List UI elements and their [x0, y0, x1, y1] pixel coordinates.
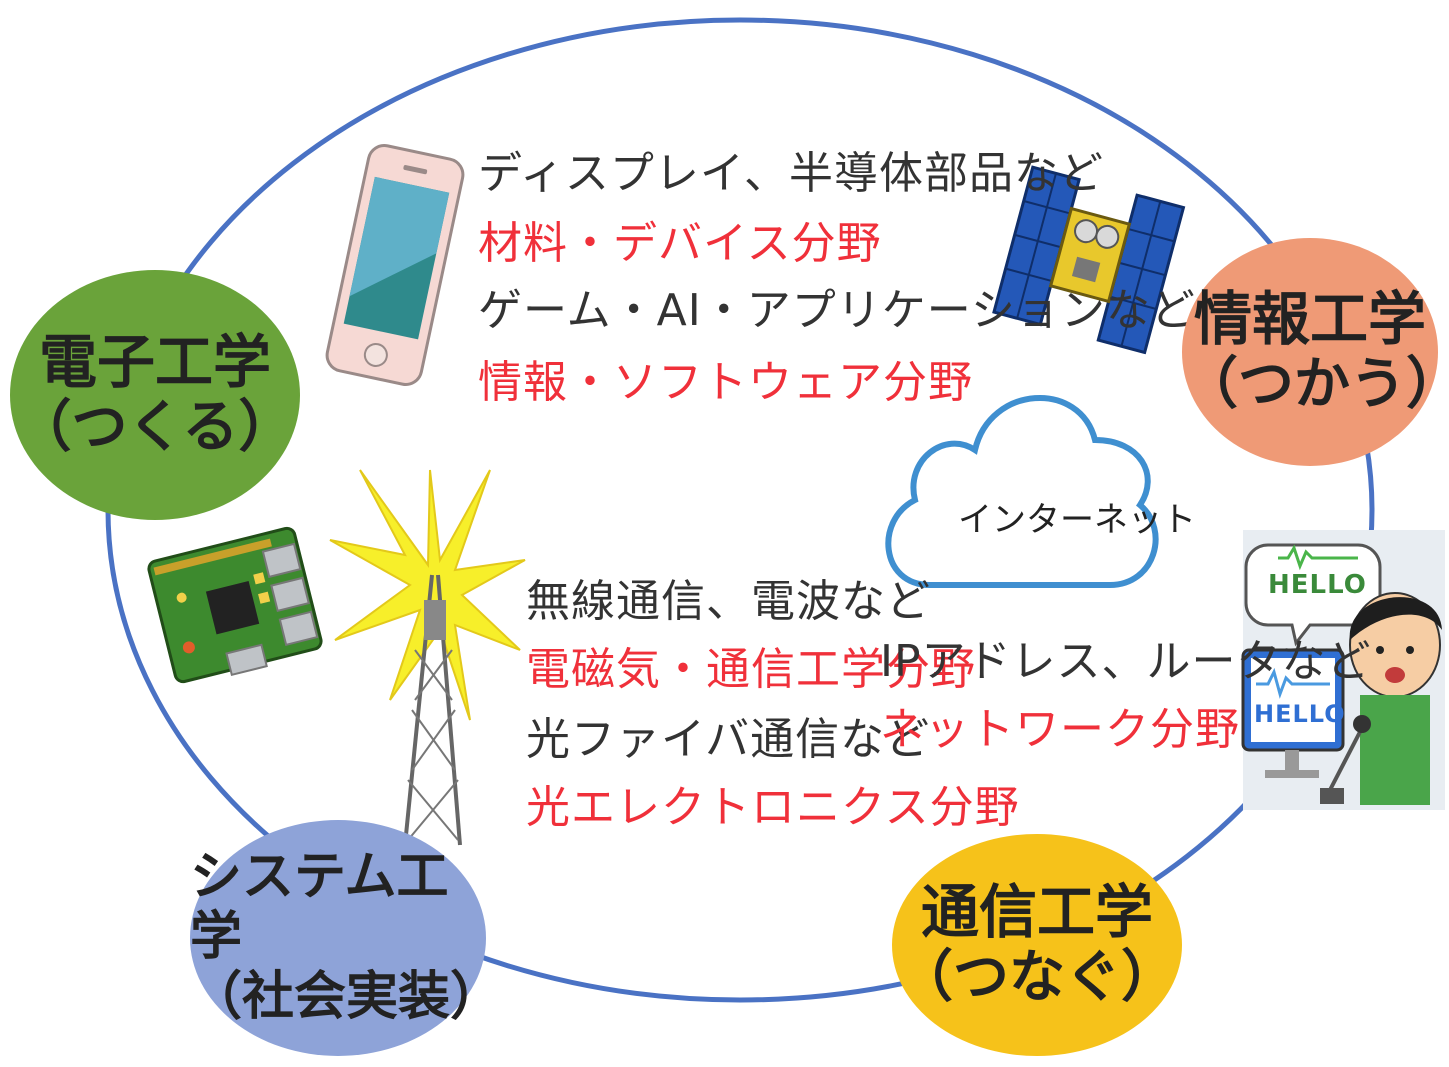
node-information: 情報工学 （つかう）	[1182, 238, 1449, 466]
software-field-text: 情報・ソフトウェア分野	[478, 357, 973, 408]
node-system: システム工学 （社会実装）	[190, 820, 503, 1056]
em-comm-field-text: 電磁気・通信工学分野	[526, 644, 976, 695]
node-communication-title: 通信工学	[920, 878, 1153, 947]
node-information-subtitle: （つかう）	[1182, 352, 1449, 418]
node-electronics: 電子工学 （つくる）	[10, 270, 300, 520]
satellite-icon	[992, 165, 1186, 355]
ip-router-text: IPアドレス、ルータなど	[880, 636, 1372, 687]
node-electronics-subtitle: （つくる）	[15, 395, 295, 461]
node-electronics-title: 電子工学	[38, 328, 271, 397]
smartphone-icon	[325, 144, 465, 386]
internet-label: インターネット	[958, 500, 1196, 540]
node-system-title: システム工学	[190, 847, 449, 968]
node-communication: 通信工学 （つなぐ）	[892, 834, 1182, 1056]
optical-fiber-text: 光ファイバ通信など	[526, 714, 931, 765]
game-ai-apps-text: ゲーム・AI・アプリケーションなど	[478, 285, 1196, 336]
wireless-text: 無線通信、電波など	[526, 576, 931, 627]
materials-field-text: 材料・デバイス分野	[478, 218, 882, 269]
circuit-board-icon	[147, 526, 323, 684]
node-system-subtitle: （社会実装）	[190, 966, 503, 1027]
node-communication-subtitle: （つなぐ）	[897, 945, 1177, 1011]
network-field-text: ネットワーク分野	[880, 704, 1240, 755]
hello-bubble-text: HELLO	[1268, 570, 1367, 600]
display-parts-text: ディスプレイ、半導体部品など	[478, 148, 1105, 199]
node-information-title: 情報工学	[1193, 285, 1426, 354]
radio-tower-icon	[329, 469, 526, 846]
cloud-icon	[885, 394, 1159, 588]
person-speaking-icon	[1241, 530, 1445, 810]
optoelectronics-field-text: 光エレクトロニクス分野	[526, 782, 1020, 833]
hello-screen-text: HELLO	[1254, 700, 1346, 728]
